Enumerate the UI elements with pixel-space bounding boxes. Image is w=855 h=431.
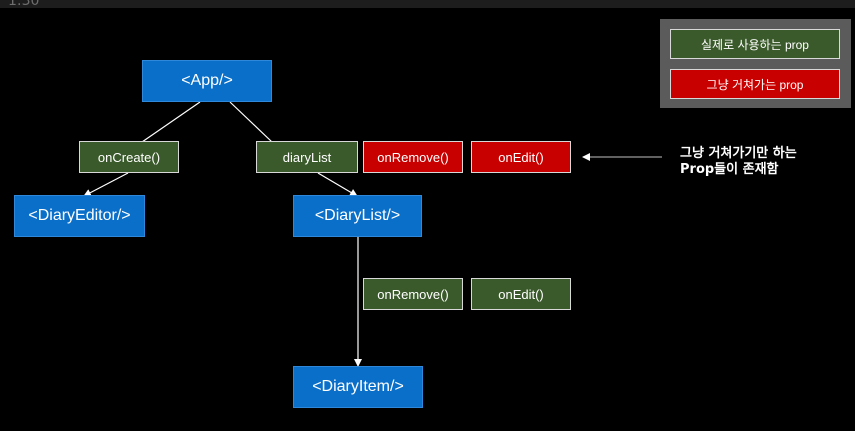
video-timestamp: 1:30 <box>8 0 40 9</box>
edge-oncreate-diaryeditor <box>83 172 129 197</box>
onremove-passthrough-prop: onRemove() <box>363 141 463 173</box>
edge-app-oncreate <box>141 101 201 143</box>
note-line-2: Prop들이 존재함 <box>680 162 779 177</box>
diaryitem-component: <DiaryItem/> <box>293 366 423 408</box>
edge-diarylist-component <box>317 172 358 197</box>
diarylist-component: <DiaryList/> <box>293 195 422 237</box>
legend-used-prop: 실제로 사용하는 prop <box>670 29 840 59</box>
diaryeditor-component: <DiaryEditor/> <box>14 195 145 237</box>
passthrough-note: 그냥 거쳐가기만 하는 Prop들이 존재함 <box>680 146 797 178</box>
edge-app-diarylist <box>229 101 273 143</box>
onedit-item-prop: onEdit() <box>471 278 571 310</box>
legend-panel: 실제로 사용하는 prop 그냥 거쳐가는 prop <box>660 19 851 108</box>
onedit-passthrough-prop: onEdit() <box>471 141 571 173</box>
video-top-bar: 1:30 <box>0 0 855 9</box>
note-line-1: 그냥 거쳐가기만 하는 <box>680 146 797 161</box>
legend-passthrough-prop: 그냥 거쳐가는 prop <box>670 69 840 99</box>
oncreate-prop: onCreate() <box>79 141 179 173</box>
onremove-item-prop: onRemove() <box>363 278 463 310</box>
app-component: <App/> <box>142 60 272 102</box>
diarylist-prop: diaryList <box>256 141 358 173</box>
